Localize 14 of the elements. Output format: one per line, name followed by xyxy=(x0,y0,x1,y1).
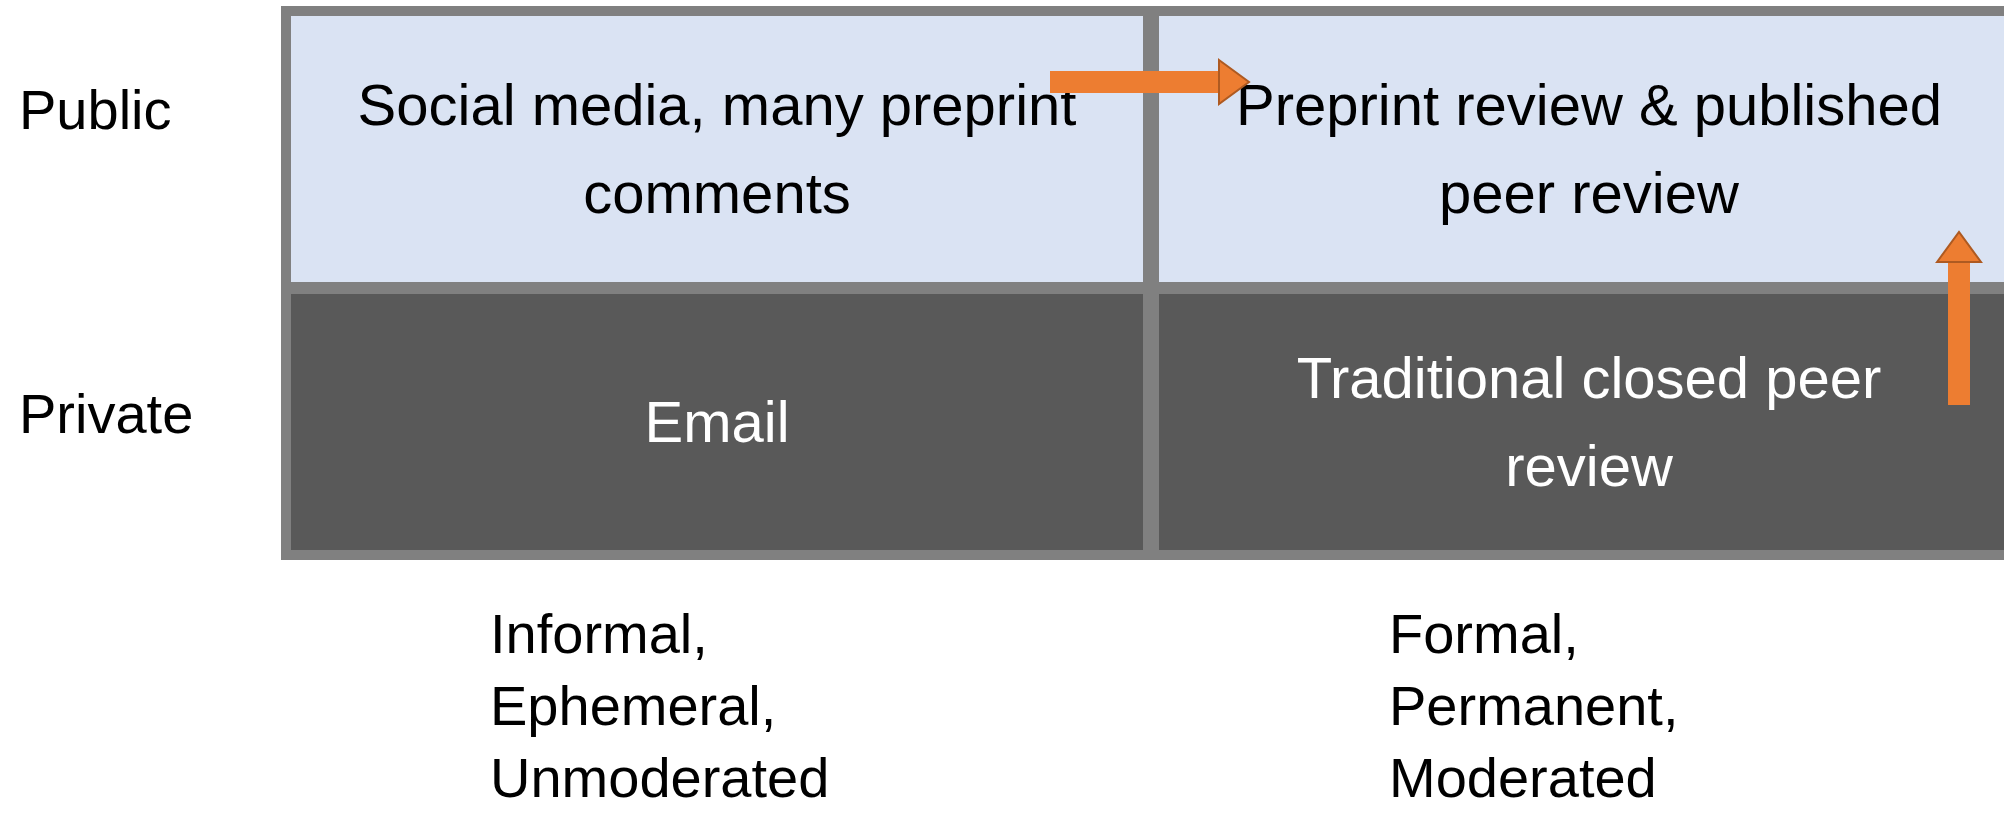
arrow xyxy=(1936,231,1982,405)
column-caption: Informal, Ephemeral, Unmoderated xyxy=(490,601,831,811)
quadrant-panel xyxy=(291,16,1143,282)
quadrant-label: Preprint review & published peer review xyxy=(1235,71,1943,227)
quadrant-panel xyxy=(1159,16,2004,282)
quadrant-label: Traditional closed peer review xyxy=(1295,344,1883,500)
row-label: Public xyxy=(19,77,173,143)
arrow xyxy=(1050,59,1250,105)
quadrant-label: Social media, many preprint comments xyxy=(356,71,1078,227)
quadrant-panel xyxy=(291,294,1143,550)
row-label: Private xyxy=(19,381,195,447)
quadrant-panel xyxy=(1159,294,2004,550)
column-caption: Formal, Permanent, Moderated xyxy=(1389,601,1680,811)
quadrant-label: Email xyxy=(644,388,790,456)
